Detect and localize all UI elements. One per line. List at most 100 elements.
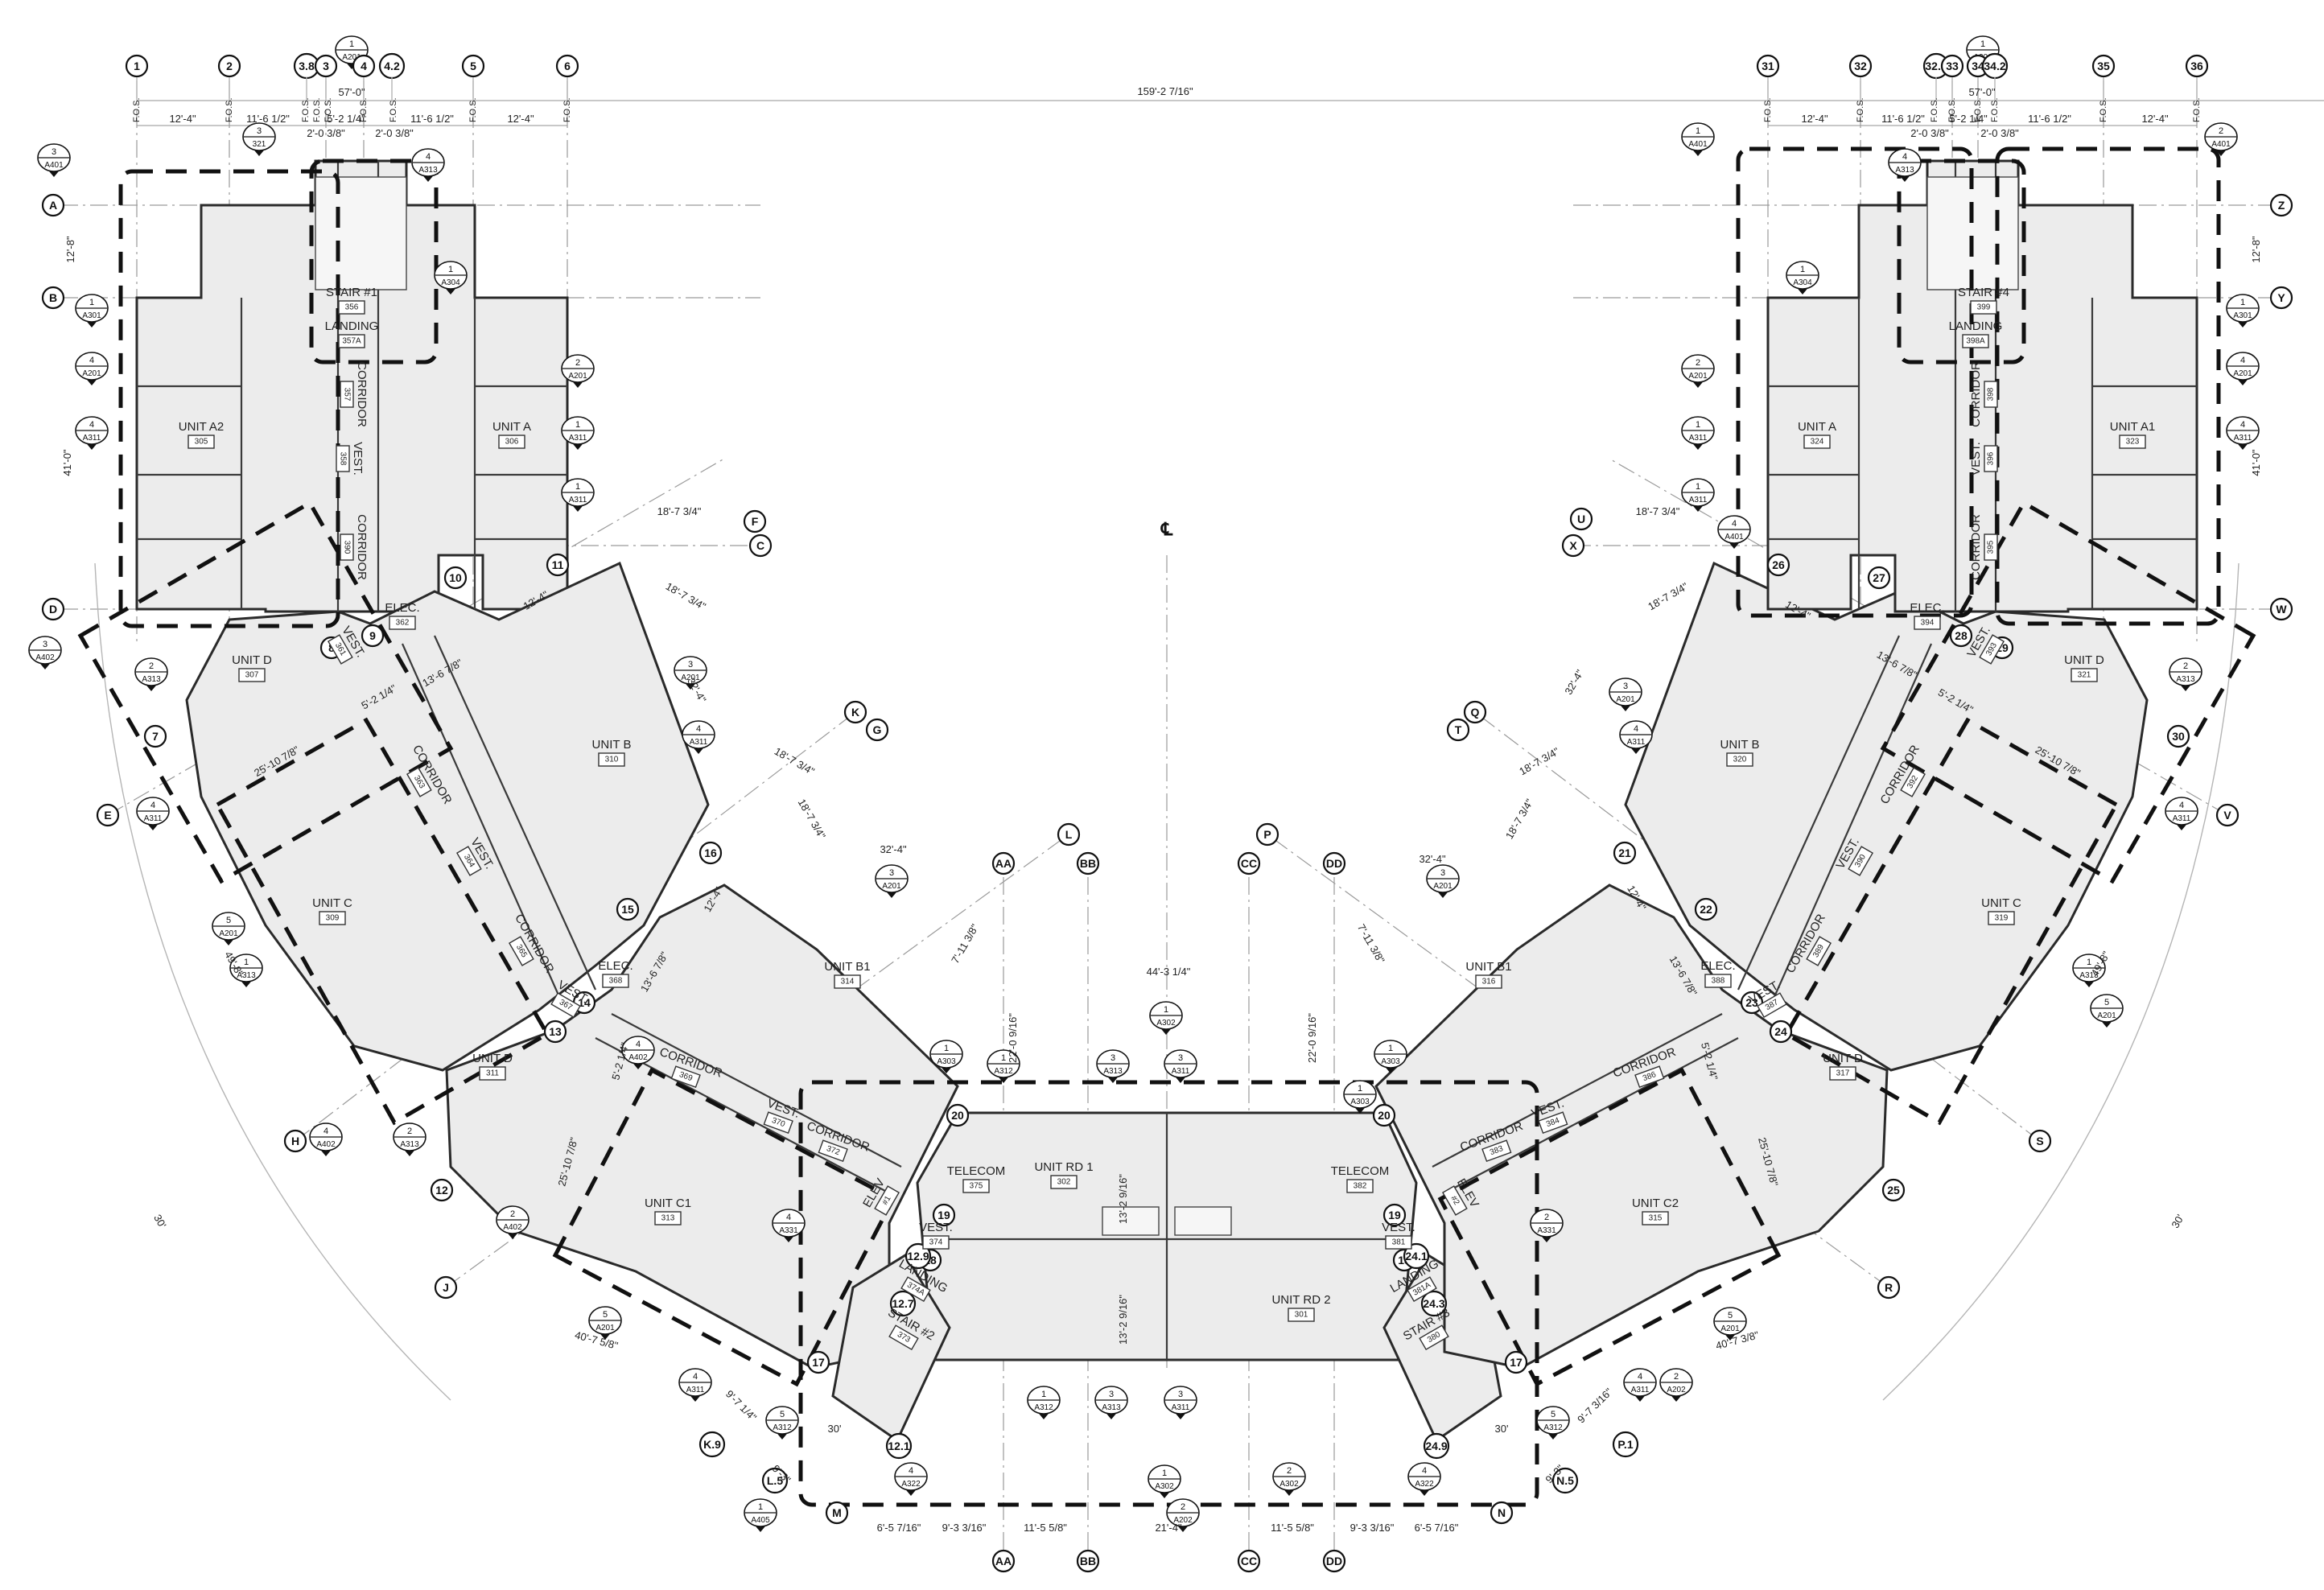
grid-bubble: 32 bbox=[1848, 54, 1873, 78]
dimension-text: 18'-7 3/4" bbox=[1646, 580, 1690, 613]
section-tag-sheet: A201 bbox=[2097, 1011, 2116, 1020]
section-tag-sheet: A201 bbox=[2233, 369, 2252, 378]
grid-label: 7 bbox=[152, 730, 159, 743]
grid-bubble: 17 bbox=[806, 1350, 830, 1374]
dimension-text: 12'-4" bbox=[1801, 113, 1828, 125]
room-label: VEST.367 bbox=[550, 978, 591, 1019]
grid-bubble: AA bbox=[991, 1549, 1016, 1573]
section-tag-number: 1 bbox=[2240, 298, 2245, 307]
room-number: 314 bbox=[841, 978, 855, 987]
room-name: ELEC. bbox=[1910, 601, 1944, 615]
section-tag-number: 5 bbox=[603, 1310, 608, 1320]
section-tag-number: 4 bbox=[696, 724, 701, 734]
grid-bubble: 12 bbox=[430, 1178, 454, 1202]
grid-bubble: V bbox=[2215, 803, 2240, 827]
grid-bubble: 24 bbox=[1769, 1019, 1793, 1044]
dimension-text: 11'-6 1/2" bbox=[2028, 113, 2071, 125]
room-name: STAIR #1 bbox=[326, 286, 377, 299]
section-tag-sheet: A301 bbox=[2233, 311, 2252, 320]
grid-bubble: T bbox=[1446, 718, 1470, 742]
section-tag-number: 2 bbox=[1544, 1213, 1549, 1222]
grid-label: 25 bbox=[1887, 1184, 1900, 1197]
section-tags: 1A20133213A4014A3131A3041A3014A2014A3112… bbox=[28, 35, 2260, 1532]
dimension-text: 41'-0" bbox=[2250, 449, 2262, 476]
room-name: UNIT B bbox=[1720, 738, 1760, 752]
grid-label: S bbox=[2036, 1135, 2043, 1147]
grid-bubble: Y bbox=[2269, 286, 2293, 310]
grid-label: Q bbox=[1471, 706, 1480, 719]
section-tag-number: 2 bbox=[1181, 1502, 1185, 1512]
room-number: 398 bbox=[1987, 387, 1996, 401]
grid-label: 19 bbox=[1388, 1209, 1401, 1221]
section-tag-number: 1 bbox=[1696, 482, 1700, 492]
section-tag-number: 1 bbox=[575, 420, 580, 430]
section-tag-sheet: A201 bbox=[82, 369, 101, 378]
dimension-text: 7'-11 3/8" bbox=[949, 921, 981, 965]
grid-label: 24.1 bbox=[1405, 1250, 1427, 1263]
grid-label: N.5 bbox=[1556, 1474, 1574, 1487]
grid-label: L bbox=[1065, 828, 1073, 841]
room-name: VEST. bbox=[919, 1221, 953, 1234]
section-tag-number: 1 bbox=[89, 298, 94, 307]
section-tag-number: 1 bbox=[448, 265, 453, 274]
section-tag-sheet: A401 bbox=[1688, 140, 1708, 149]
room-number: 320 bbox=[1733, 756, 1747, 764]
dimension-text: 13'-2 9/16" bbox=[1117, 1295, 1129, 1345]
section-tag-number: 4 bbox=[1422, 1466, 1427, 1476]
grid-bubble: 21 bbox=[1613, 841, 1637, 865]
dimension-text: 18'-7 3/4" bbox=[664, 580, 708, 613]
section-tag-sheet: A313 bbox=[2176, 675, 2195, 684]
section-tag-number: 1 bbox=[2087, 958, 2091, 967]
dimension-text: 18'-7 3/4" bbox=[657, 505, 702, 517]
grid-bubble: 30 bbox=[2166, 724, 2190, 748]
grid-bubble: 10 bbox=[443, 566, 468, 590]
room-number: 398A bbox=[1966, 337, 1985, 346]
room-number: 368 bbox=[609, 977, 623, 986]
section-tag-number: 2 bbox=[149, 661, 154, 671]
grid-bubble: 19 bbox=[932, 1203, 956, 1227]
section-tag-sheet: A331 bbox=[779, 1226, 798, 1235]
stair-2-shaft bbox=[831, 1253, 951, 1443]
room-label: VEST.396 bbox=[1969, 442, 1998, 476]
section-tag-number: 3 bbox=[52, 147, 56, 157]
dimension-text: 30' bbox=[828, 1423, 842, 1435]
dimension-text: 11'-6 1/2" bbox=[410, 113, 454, 125]
room-number: 323 bbox=[2126, 438, 2140, 447]
grid-bubble: 4.2 bbox=[378, 52, 406, 80]
grid-bubble: 24.3 bbox=[1420, 1290, 1448, 1317]
section-tag-sheet: A313 bbox=[1103, 1067, 1123, 1076]
grid-label: J bbox=[443, 1281, 449, 1294]
svg-text:F.O.S.: F.O.S. bbox=[1856, 97, 1865, 122]
section-tag-number: 4 bbox=[426, 152, 431, 162]
section-tag-number: 4 bbox=[693, 1372, 698, 1382]
section-tag-sheet: A201 bbox=[882, 882, 901, 891]
room-number: 307 bbox=[245, 671, 259, 680]
grid-label: 11 bbox=[552, 558, 564, 571]
section-tag-sheet: A311 bbox=[1689, 496, 1708, 505]
dimension-text: 22'-0 9/16" bbox=[1007, 1013, 1019, 1063]
grid-bubble: BB bbox=[1076, 1549, 1100, 1573]
room-number: #1 bbox=[881, 1194, 893, 1207]
grid-label: 16 bbox=[704, 846, 717, 859]
